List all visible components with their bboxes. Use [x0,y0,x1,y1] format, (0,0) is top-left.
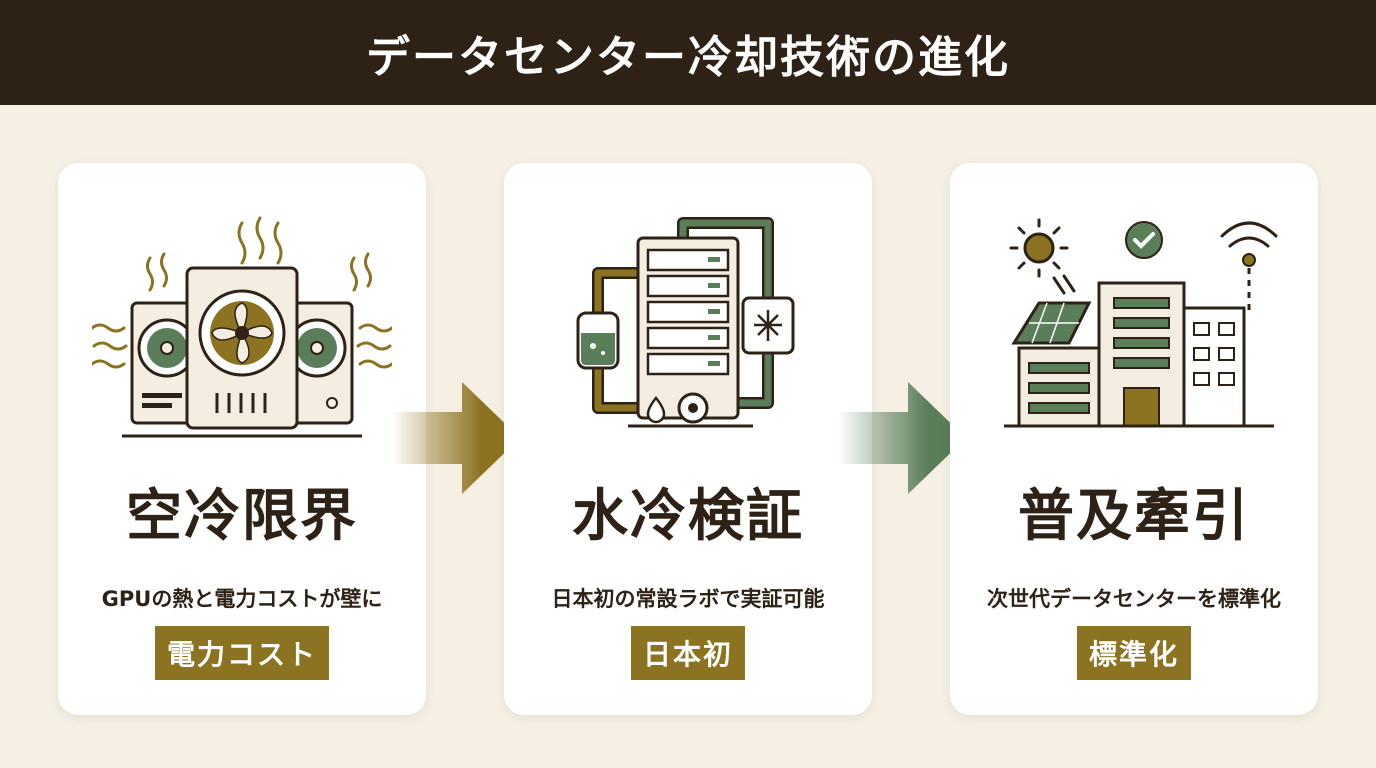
page-title: データセンター冷却技術の進化 [366,31,1010,83]
stage-title: 普及牽引 [1018,483,1250,549]
stage-card-adoption: 普及牽引 次世代データセンターを標準化 標準化 [950,163,1318,715]
stage-card-air-cooling: 空冷限界 GPUの熱と電力コストが壁に 電力コスト [58,163,426,715]
stage-title: 水冷検証 [572,483,804,549]
smart-datacenter-building-icon [1004,218,1278,428]
stage-title: 空冷限界 [126,483,358,549]
stage-description: 次世代データセンターを標準化 [987,587,1281,611]
stage-description: 日本初の常設ラボで実証可能 [551,587,825,611]
stage-badge: 標準化 [1076,626,1192,680]
stage-badge: 日本初 [630,626,746,680]
liquid-cooling-loop-icon [576,217,795,428]
arrow-right-icon [838,382,966,494]
overheating-server-fans-icon [92,216,392,438]
header-bar: データセンター冷却技術の進化 [0,0,1376,105]
stage-description: GPUの熱と電力コストが壁に [101,587,383,611]
stage-badge: 電力コスト [154,626,330,680]
arrow-right-icon [392,382,520,494]
stage-card-liquid-cooling: 水冷検証 日本初の常設ラボで実証可能 日本初 [504,163,872,715]
